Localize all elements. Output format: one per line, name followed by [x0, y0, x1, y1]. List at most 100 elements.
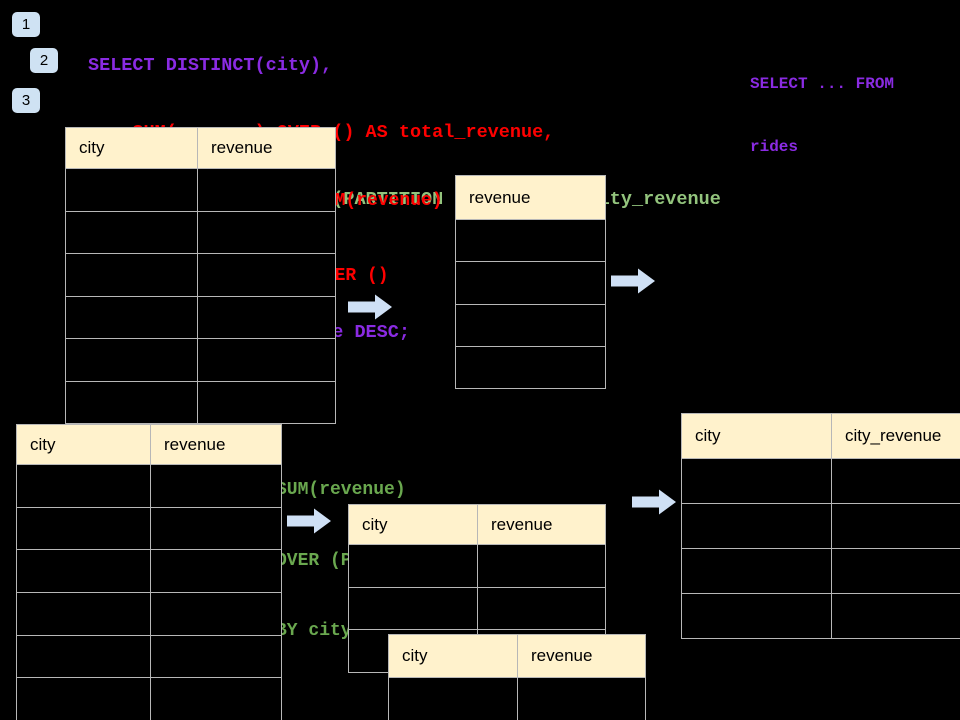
table-row [348, 544, 606, 588]
table-cell [150, 549, 282, 594]
table-cell [65, 338, 198, 382]
step-2-badge: 2 [30, 48, 58, 73]
table-cell [197, 295, 336, 339]
table-row [16, 634, 282, 679]
table-cell [16, 677, 151, 720]
table-cell [477, 544, 606, 588]
table-row [65, 338, 336, 382]
table-cell [681, 458, 832, 504]
table-cell [388, 677, 518, 720]
header-row: city revenue [388, 634, 646, 678]
table-row [16, 506, 282, 551]
table-cell [16, 592, 151, 636]
column-header-revenue: revenue [477, 504, 606, 545]
table-cell [150, 592, 282, 636]
table-cell [197, 253, 336, 297]
table-cell [681, 503, 832, 549]
column-header-revenue: revenue [150, 424, 282, 465]
table-row [681, 458, 960, 504]
table-row [16, 677, 282, 720]
table-row [681, 548, 960, 594]
table-cell [831, 503, 960, 549]
table-cell [65, 380, 198, 424]
table-cell [831, 458, 960, 504]
table-cell [65, 168, 198, 212]
header-row: city revenue [348, 504, 606, 545]
table-cell [197, 338, 336, 382]
table-cell [455, 345, 606, 390]
table-cell [197, 210, 336, 254]
table-cell [16, 506, 151, 551]
table-cell [348, 586, 478, 631]
table-cell [150, 677, 282, 720]
table-row [16, 549, 282, 594]
table-row [681, 503, 960, 549]
step-3-badge: 3 [12, 88, 40, 113]
table-cell [517, 677, 646, 720]
header-row: city city_revenue [681, 413, 960, 459]
table-cell [65, 210, 198, 254]
column-header-city-revenue: city_revenue [831, 413, 960, 459]
table-row [65, 168, 336, 212]
table-row [65, 210, 336, 254]
table-cell [16, 549, 151, 594]
table-cell [16, 634, 151, 679]
table-cell [16, 464, 151, 508]
table-cell [197, 168, 336, 212]
step-1-badge: 1 [12, 12, 40, 37]
total-revenue-table: revenue [455, 175, 606, 390]
table-cell [681, 593, 832, 639]
table-row [681, 593, 960, 639]
table-row [348, 586, 606, 631]
label-line: SUM(revenue) [276, 480, 406, 500]
table-row [65, 380, 336, 424]
table-cell [455, 261, 606, 305]
column-header-revenue: revenue [517, 634, 646, 678]
result-table: city city_revenue [681, 413, 960, 639]
table-cell [455, 303, 606, 347]
table-cell [681, 548, 832, 594]
table-row [455, 345, 606, 390]
table-cell [477, 586, 606, 631]
column-header-city: city [348, 504, 478, 545]
table-cell [455, 218, 606, 263]
rides-table-top: city revenue [65, 127, 336, 424]
column-header-city: city [16, 424, 151, 465]
note-line: rides [750, 138, 799, 156]
arrow-right-icon [632, 489, 677, 515]
header-row: revenue [455, 175, 606, 220]
table-row [455, 261, 606, 305]
sql-line-select: SELECT DISTINCT(city), [88, 55, 333, 77]
arrow-right-icon [611, 268, 656, 294]
table-row [65, 253, 336, 297]
table-cell [150, 464, 282, 508]
table-cell [150, 506, 282, 551]
partitioned-table-overlay: city revenue [388, 634, 646, 720]
arrow-right-icon [348, 294, 393, 320]
table-cell [197, 380, 336, 424]
column-header-revenue: revenue [455, 175, 606, 220]
table-row [65, 295, 336, 339]
column-header-city: city [65, 127, 198, 169]
table-row [16, 592, 282, 636]
table-cell [65, 295, 198, 339]
select-from-rides-note: SELECT ... FROM rides [750, 32, 894, 200]
column-header-city: city [388, 634, 518, 678]
table-cell [150, 634, 282, 679]
table-cell [348, 544, 478, 588]
note-line: SELECT ... FROM [750, 75, 895, 93]
header-row: city revenue [65, 127, 336, 169]
table-row [16, 464, 282, 508]
header-row: city revenue [16, 424, 282, 465]
table-cell [65, 253, 198, 297]
table-row [455, 218, 606, 263]
rides-table-bottom: city revenue [16, 424, 282, 720]
table-cell [831, 593, 960, 639]
label-line: SUM(revenue) [313, 191, 443, 211]
table-row [388, 677, 646, 720]
arrow-right-icon [287, 508, 332, 534]
column-header-city: city [681, 413, 832, 459]
table-row [455, 303, 606, 347]
table-cell [831, 548, 960, 594]
